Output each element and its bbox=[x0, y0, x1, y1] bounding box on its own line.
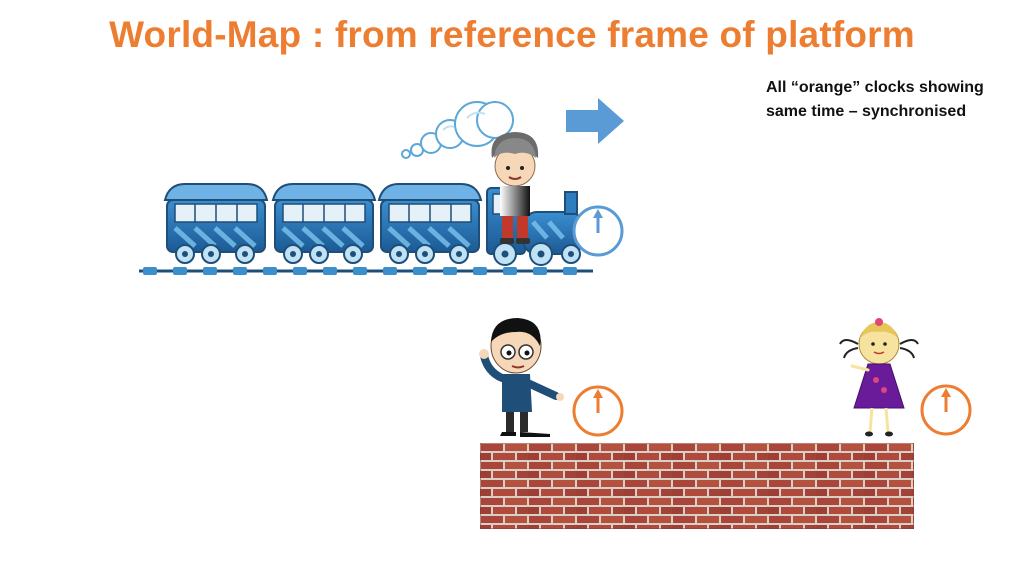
train-clock-icon bbox=[572, 205, 624, 257]
train-passenger-boy bbox=[491, 132, 539, 244]
platform-man bbox=[479, 318, 564, 437]
rail-track bbox=[139, 267, 593, 275]
sync-note-line-1: All “orange” clocks showing bbox=[766, 79, 984, 96]
platform-clock-left-icon bbox=[572, 385, 624, 437]
brick-platform bbox=[480, 443, 914, 529]
train-carriage-3 bbox=[377, 183, 483, 264]
platform-girl bbox=[839, 318, 919, 437]
sync-note: All “orange” clocks showing same time – … bbox=[766, 76, 1016, 124]
platform-clock-right-icon bbox=[920, 384, 972, 436]
train-carriage-2 bbox=[271, 183, 377, 264]
steam-train-icon bbox=[139, 183, 593, 275]
arrow-right-icon bbox=[566, 98, 624, 144]
steam-smoke bbox=[401, 101, 514, 159]
slide-title: World-Map : from reference frame of plat… bbox=[109, 14, 915, 55]
sync-note-line-2: same time – synchronised bbox=[766, 103, 967, 120]
train-carriage-1 bbox=[163, 183, 269, 264]
